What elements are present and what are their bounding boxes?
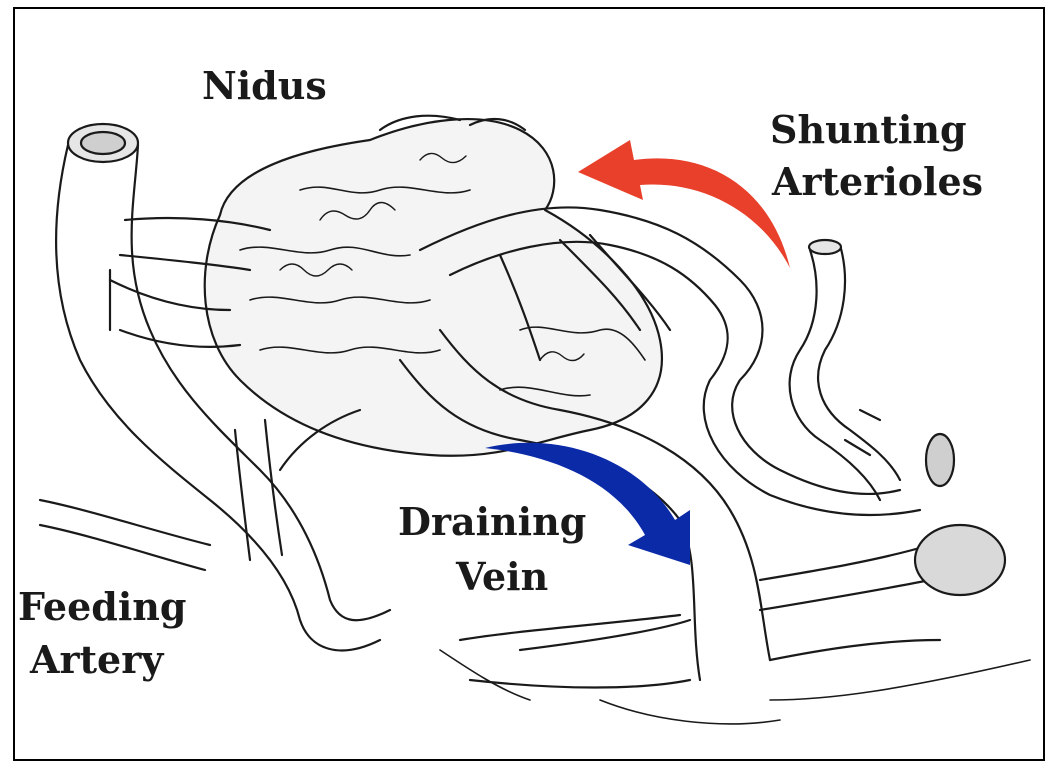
draining-vein-label-line2: Vein [456,555,548,599]
feeding-artery-label-line1: Feeding [18,585,186,629]
shunting-arterioles-label-line2: Arterioles [772,160,983,204]
shunting-arterioles-label-line1: Shunting [770,108,967,152]
nidus-label: Nidus [202,64,327,108]
draining-vein-label-line1: Draining [398,500,586,544]
feeding-artery-label-line2: Artery [30,638,163,682]
